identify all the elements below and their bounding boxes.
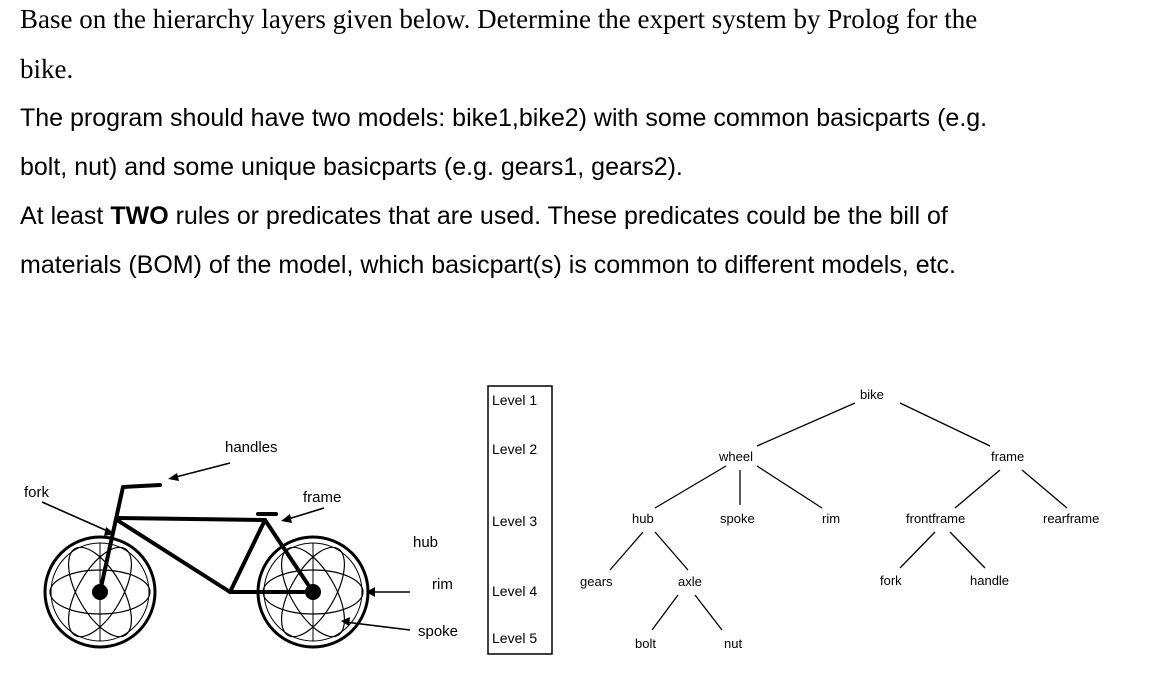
question-line-5-bold: TWO: [110, 202, 169, 230]
label-frame: frame: [303, 489, 341, 506]
level-1-label: Level 1: [492, 392, 537, 408]
label-hub: hub: [413, 534, 438, 551]
level-3-label: Level 3: [492, 513, 537, 529]
level-5-label: Level 5: [492, 630, 537, 646]
question-line-5-start: At least: [20, 202, 111, 230]
tree-node-bike: bike: [860, 387, 884, 402]
bicycle-drawing: [41, 462, 411, 649]
tree-edges: [609, 402, 1068, 631]
tree-node-frontframe: frontframe: [906, 511, 965, 526]
level-4-label: Level 4: [492, 583, 537, 599]
bike-pointer-arrowheads: [104, 473, 375, 626]
tree-node-fork: fork: [880, 573, 902, 588]
tree-node-hub: hub: [632, 511, 654, 526]
question-line-5: At least TWO rules or predicates that ar…: [20, 202, 1146, 231]
bike-frame: [98, 483, 315, 594]
tree-node-handle: handle: [970, 573, 1009, 588]
level-box: [487, 385, 553, 655]
tree-node-nut: nut: [724, 636, 742, 651]
question-line-5-end: rules or predicates that are used. These…: [168, 202, 948, 230]
question-line-4: bolt, nut) and some unique basicparts (e…: [20, 153, 683, 181]
handles-pointer-line: [171, 462, 231, 479]
level-2-label: Level 2: [492, 441, 537, 457]
fork-pointer-line: [41, 501, 113, 534]
label-fork: fork: [24, 484, 50, 501]
tree-node-axle: axle: [678, 574, 702, 589]
tree-node-spoke: spoke: [720, 511, 755, 526]
question-line-3: The program should have two models: bike…: [20, 104, 988, 132]
question-line-6: materials (BOM) of the model, which basi…: [20, 251, 956, 279]
tree-node-rim: rim: [822, 511, 840, 526]
question-line-1: Base on the hierarchy layers given below…: [20, 4, 978, 34]
spoke-pointer-line: [344, 621, 411, 631]
tree-node-gears: gears: [580, 574, 613, 589]
tree-node-bolt: bolt: [635, 636, 656, 651]
bike-pointer-arrows: [41, 462, 411, 631]
frame-pointer-line: [284, 507, 325, 521]
question-line-2: bike.: [20, 54, 74, 84]
tree-node-wheel: wheel: [718, 449, 753, 464]
label-spoke: spoke: [418, 623, 458, 640]
label-handles: handles: [225, 439, 278, 456]
tree-node-rearframe: rearframe: [1043, 511, 1099, 526]
label-rim: rim: [432, 576, 453, 593]
front-wheel: [43, 535, 157, 649]
tree-node-frame: frame: [991, 449, 1024, 464]
